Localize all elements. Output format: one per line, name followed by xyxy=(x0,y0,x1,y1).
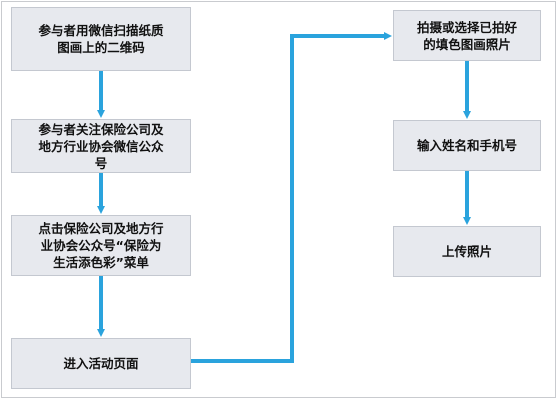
step-click-menu: 点击保险公司及地方行 业协会公众号“保险为 生活添色彩”菜单 xyxy=(11,215,191,276)
step-upload-photo: 上传照片 xyxy=(393,226,541,277)
step-scan-qr-code: 参与者用微信扫描纸质 图画上的二维码 xyxy=(11,7,191,71)
step-take-or-select-photo: 拍摄或选择已拍好 的填色图画照片 xyxy=(393,10,541,61)
step-enter-name-and-phone: 输入姓名和手机号 xyxy=(393,120,541,171)
step-follow-official-account: 参与者关注保险公司及 地方行业协会微信公众 号 xyxy=(11,119,191,173)
step-enter-activity-page: 进入活动页面 xyxy=(11,338,191,389)
